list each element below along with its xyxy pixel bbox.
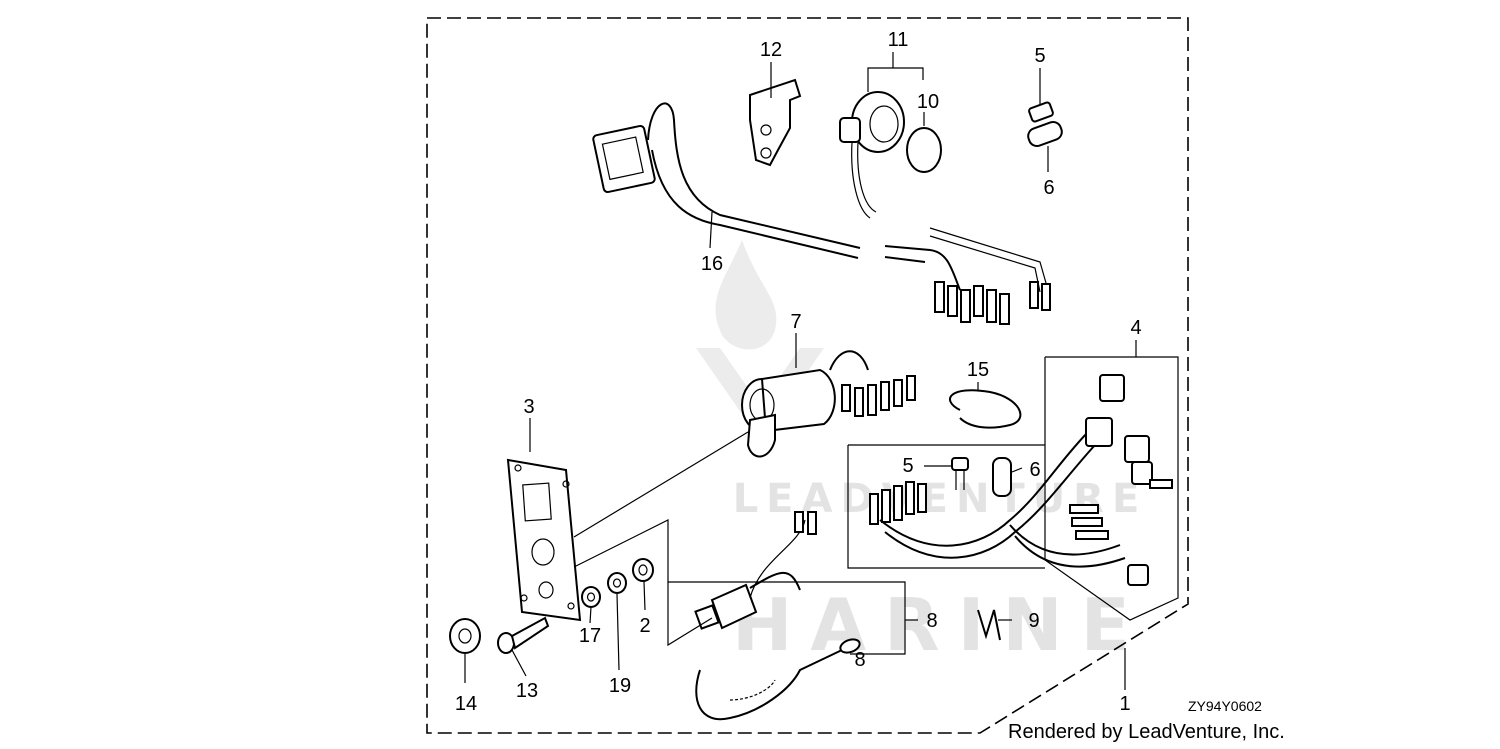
callout-7: 7 [790,311,801,333]
callout-4: 4 [1130,317,1141,339]
part-key-switch [741,350,916,458]
callout-5-top: 5 [1034,45,1045,67]
harness-connectors-11 [934,281,1051,325]
callout-1: 1 [1119,693,1130,715]
callout-14: 12 [760,39,782,61]
callout-13: 11 [888,29,909,51]
part-hour-meter [839,91,905,219]
part-nut-2 [632,558,654,582]
watermark: LEADVENTURE HARINE [696,240,1148,667]
diagram-code: ZY94Y0602 [1188,698,1262,714]
callout-9: 8 [854,649,865,671]
watermark-logo [696,240,824,440]
watermark-bottom-text: HARINE [732,583,1148,667]
callout-15: 13 [516,680,538,702]
part-switch-harness [592,102,1051,325]
callout-6-top: 6 [1043,177,1054,199]
part-bracket [749,78,802,167]
callout-17: 15 [967,359,989,381]
callout-8: 8 [926,610,937,632]
part-meter-cap [906,127,942,173]
part-lanyard [695,638,861,721]
leader-lines [464,52,1179,690]
part-washer-18 [581,586,601,608]
part-bolt-mid [951,457,969,471]
callout-6-mid: 6 [1029,459,1040,481]
callout-16: 14 [455,693,477,715]
callouts: 11 12 5 10 6 16 7 4 15 3 5 6 8 9 2 17 8 … [455,29,1142,715]
part-bolt-top [1028,101,1054,123]
assembly-frame [426,17,1189,734]
part-collar-mid [992,457,1012,497]
callout-10: 9 [1028,610,1039,632]
part-nut-16 [449,618,481,654]
part-collar-top [1027,120,1063,148]
callout-3: 3 [523,396,534,418]
callout-12: 10 [917,91,939,113]
callout-2: 2 [639,615,650,637]
part-stop-switch [694,511,817,630]
part-screw-15 [497,616,550,654]
part-washer-19 [607,572,627,594]
part-clamp [949,389,1022,429]
callout-19: 19 [609,675,631,697]
callout-5-mid: 5 [902,455,913,477]
part-clip [977,609,1001,641]
render-credit: Rendered by LeadVenture, Inc. [1008,721,1285,743]
part-main-harness [869,374,1173,586]
callout-18: 17 [579,625,601,647]
callout-11: 16 [701,253,723,275]
part-panel-plate [506,458,582,622]
